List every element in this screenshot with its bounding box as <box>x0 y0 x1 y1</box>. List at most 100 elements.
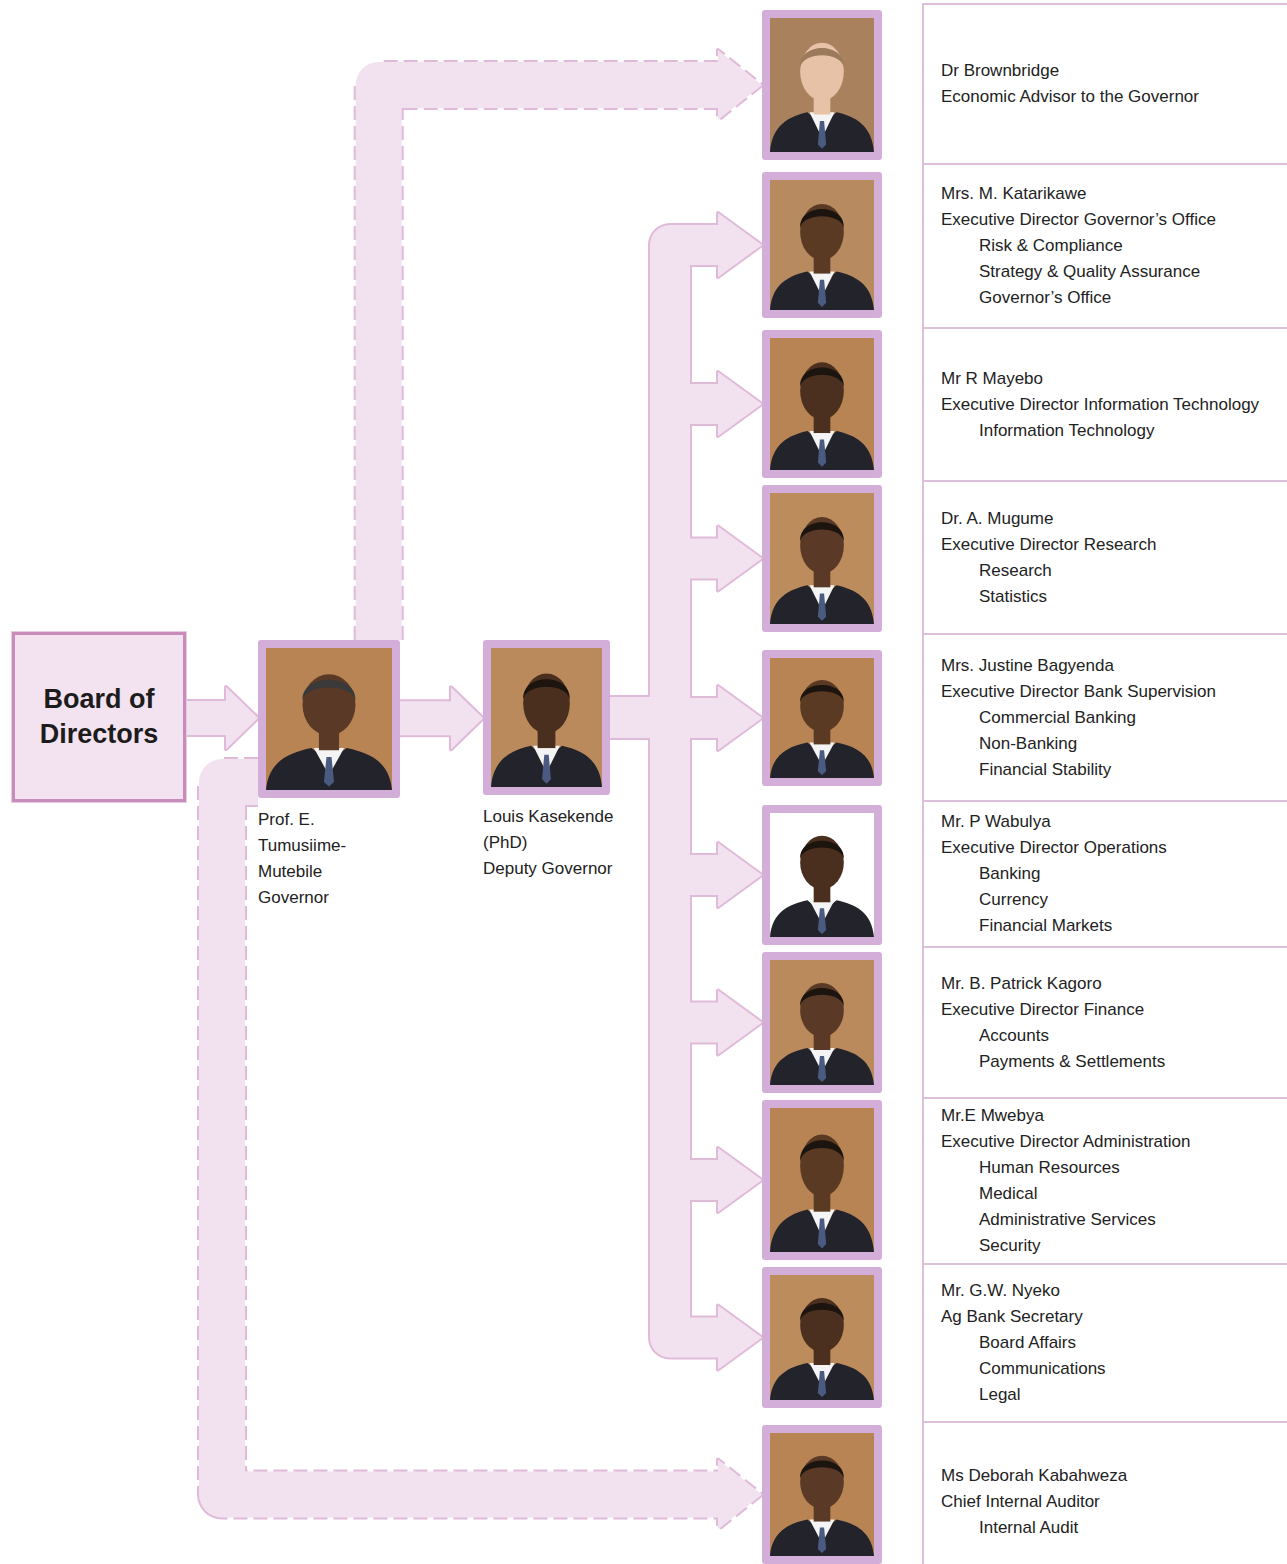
arrowhead <box>718 50 762 120</box>
photo-frame <box>762 330 882 478</box>
person-name: Mrs. Justine Bagyenda <box>941 653 1275 679</box>
connector-outlines <box>186 50 762 1530</box>
arrowhead <box>718 1306 762 1370</box>
connector-outline <box>186 699 226 737</box>
portrait-photo <box>266 648 392 790</box>
unit-name: Medical <box>979 1181 1275 1207</box>
role-panel: Dr. A. MugumeExecutive Director Research… <box>922 480 1287 633</box>
unit-name: Legal <box>979 1382 1275 1408</box>
unit-name: Communications <box>979 1356 1275 1382</box>
arrowhead-outline <box>718 527 762 591</box>
arrowhead <box>718 991 762 1055</box>
arrowhead-outline <box>718 1460 762 1530</box>
unit-name: Information Technology <box>979 418 1275 444</box>
person-title: Economic Advisor to the Governor <box>941 84 1275 110</box>
role-panel: Mrs. Justine BagyendaExecutive Director … <box>922 633 1287 800</box>
arrowhead-outline <box>226 687 258 749</box>
person-name: Mrs. M. Katarikawe <box>941 181 1275 207</box>
arrowhead <box>718 527 762 591</box>
arrowhead <box>718 1460 762 1530</box>
arrowhead-outline <box>451 687 483 749</box>
person-name: Mr. B. Patrick Kagoro <box>941 971 1275 997</box>
caption-text: Prof. E. Tumusiime-Mutebile <box>258 807 400 885</box>
connector-arrow <box>610 404 718 718</box>
portrait-photo <box>491 648 602 787</box>
unit-name: Non-Banking <box>979 731 1275 757</box>
arrowhead <box>451 687 483 749</box>
role-panel: Mr. G.W. NyekoAg Bank SecretaryBoard Aff… <box>922 1263 1287 1421</box>
photo-frame <box>258 640 400 798</box>
portrait-photo <box>770 18 874 152</box>
arrowhead-outline <box>718 686 762 750</box>
person-name: Dr Brownbridge <box>941 58 1275 84</box>
person-row: Mr R MayeboExecutive Director Informatio… <box>762 327 1287 480</box>
connector-fills <box>186 50 762 1530</box>
connector-arrow <box>222 782 718 1495</box>
unit-name: Currency <box>979 887 1275 913</box>
role-text-wrap: Dr BrownbridgeEconomic Advisor to the Go… <box>941 58 1275 110</box>
portrait-photo <box>770 813 874 937</box>
person-title: Executive Director Bank Supervision <box>941 679 1275 705</box>
unit-name: Banking <box>979 861 1275 887</box>
role-text-wrap: Mrs. M. KatarikaweExecutive Director Gov… <box>941 181 1275 311</box>
connector-outline <box>222 782 718 1495</box>
connector-arrow <box>610 245 718 718</box>
unit-name: Accounts <box>979 1023 1275 1049</box>
board-text-wrap: Board of Directors <box>21 682 177 752</box>
connector-arrow <box>186 701 226 735</box>
role-text-wrap: Ms Deborah KabahwezaChief Internal Audit… <box>941 1463 1275 1541</box>
photo-frame <box>762 485 882 632</box>
person-row: Dr BrownbridgeEconomic Advisor to the Go… <box>762 3 1287 163</box>
person-name: Mr. P Wabulya <box>941 809 1275 835</box>
person-title: Executive Director Governor’s Office <box>941 207 1275 233</box>
photo-frame <box>762 650 882 786</box>
leader-box: Prof. E. Tumusiime-MutebileGovernor <box>258 640 400 911</box>
photo-frame <box>762 172 882 318</box>
photo-caption: Prof. E. Tumusiime-MutebileGovernor <box>258 807 400 911</box>
arrowhead <box>718 372 762 436</box>
person-title: Ag Bank Secretary <box>941 1304 1275 1330</box>
role-text-wrap: Mr. G.W. NyekoAg Bank SecretaryBoard Aff… <box>941 1278 1275 1408</box>
role-panel: Mr R MayeboExecutive Director Informatio… <box>922 327 1287 480</box>
role-text-wrap: Mr.E MwebyaExecutive Director Administra… <box>941 1103 1275 1259</box>
unit-name: Strategy & Quality Assurance <box>979 259 1275 285</box>
person-name: Ms Deborah Kabahweza <box>941 1463 1275 1489</box>
arrowhead-outline <box>718 372 762 436</box>
photo-frame <box>762 1100 882 1260</box>
board-title: Board of Directors <box>21 682 177 752</box>
unit-name: Commercial Banking <box>979 705 1275 731</box>
arrowhead-outline <box>718 1148 762 1212</box>
arrowhead-outline <box>718 1306 762 1370</box>
person-name: Dr. A. Mugume <box>941 506 1275 532</box>
person-title: Executive Director Administration <box>941 1129 1275 1155</box>
connector-outline <box>610 559 718 718</box>
person-row: Mr. G.W. NyekoAg Bank SecretaryBoard Aff… <box>762 1263 1287 1421</box>
person-row: Dr. A. MugumeExecutive Director Research… <box>762 480 1287 633</box>
photo-caption: Louis Kasekende (PhD)Deputy Governor <box>483 804 633 882</box>
role-panel: Dr BrownbridgeEconomic Advisor to the Go… <box>922 3 1287 163</box>
arrowhead <box>718 686 762 750</box>
connector-outline <box>610 404 718 718</box>
arrowhead <box>718 843 762 907</box>
role-text-wrap: Mr. B. Patrick KagoroExecutive Director … <box>941 971 1275 1075</box>
arrowhead-outline <box>718 991 762 1055</box>
unit-name: Research <box>979 558 1275 584</box>
person-name: Mr R Mayebo <box>941 366 1275 392</box>
role-text-wrap: Dr. A. MugumeExecutive Director Research… <box>941 506 1275 610</box>
unit-name: Risk & Compliance <box>979 233 1275 259</box>
person-name: Mr. G.W. Nyeko <box>941 1278 1275 1304</box>
photo-frame <box>762 805 882 945</box>
caption-text: Governor <box>258 885 400 911</box>
portrait-photo <box>770 493 874 624</box>
person-title: Executive Director Research <box>941 532 1275 558</box>
role-panel: Mrs. M. KatarikaweExecutive Director Gov… <box>922 163 1287 327</box>
role-panel: Mr. P WabulyaExecutive Director Operatio… <box>922 800 1287 946</box>
arrowhead-outline <box>718 843 762 907</box>
role-panel: Ms Deborah KabahwezaChief Internal Audit… <box>922 1421 1287 1564</box>
caption-text: Deputy Governor <box>483 856 633 882</box>
photo-frame <box>762 1267 882 1408</box>
arrowhead <box>226 687 258 749</box>
connector-arrow <box>610 718 718 1338</box>
